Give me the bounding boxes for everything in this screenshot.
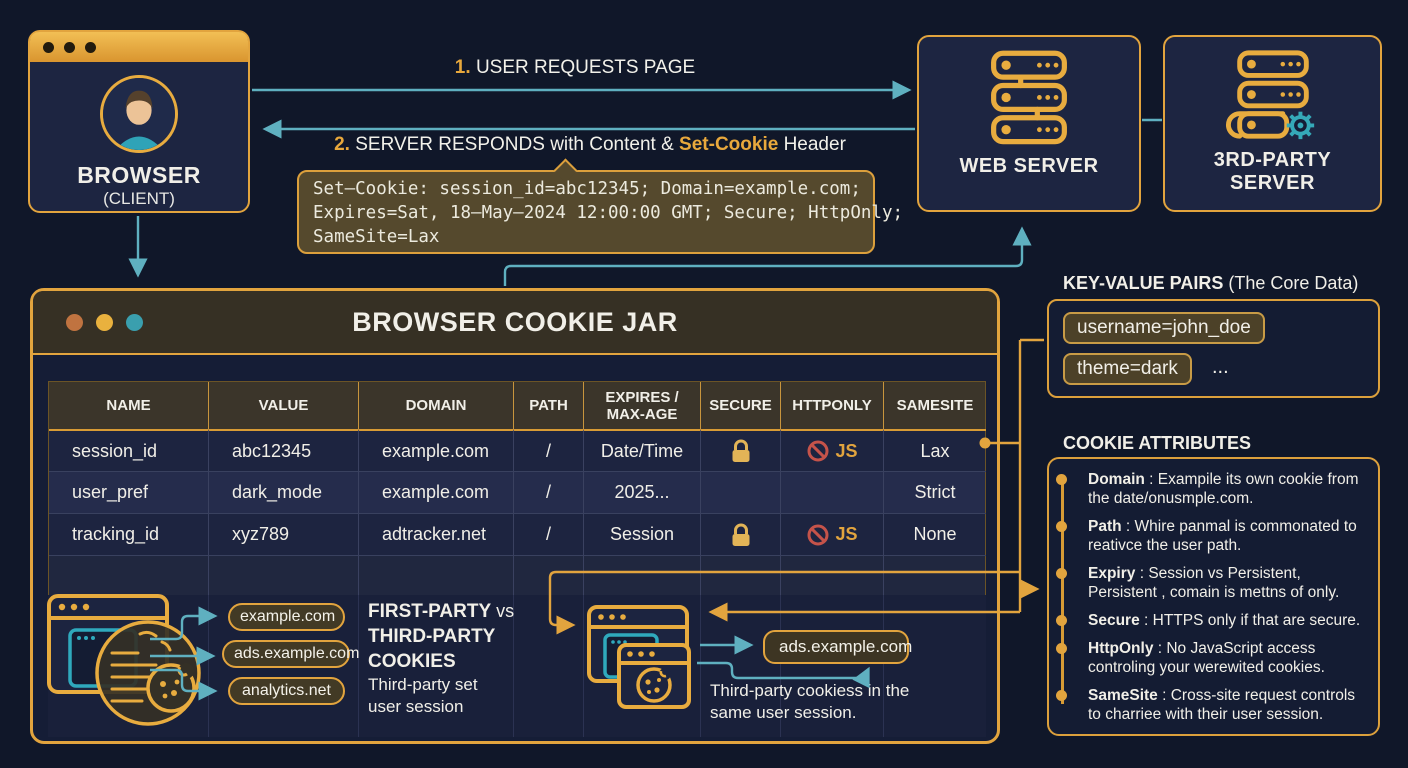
- col-name: NAME: [49, 382, 209, 429]
- domain-pill: example.com: [228, 603, 345, 631]
- kv-pill: username=john_doe: [1063, 312, 1265, 344]
- cookie-table: NAME VALUE DOMAIN PATH EXPIRES / MAX-AGE…: [48, 381, 986, 598]
- server-rack-icon: [991, 50, 1067, 145]
- domain-pill: ads.example.com: [222, 640, 359, 668]
- domain-pill: analytics.net: [228, 677, 345, 705]
- browser-client-window: BROWSER (CLIENT): [28, 30, 250, 213]
- set-cookie-header-box: Set–Cookie: session_id=abc12345; Domain=…: [297, 158, 904, 254]
- kv-ellipsis: ...: [1212, 356, 1229, 378]
- col-path: PATH: [514, 382, 584, 429]
- lock-icon: [701, 429, 781, 471]
- first-party-caption: Third-party set user session: [368, 675, 478, 716]
- step1-label: 1. USER REQUESTS PAGE: [454, 57, 696, 78]
- cookie-jar-titlebar: BROWSER COOKIE JAR: [33, 291, 997, 355]
- set-cookie-line: Expires=Sat, 18–May–2024 12:00:00 GMT; S…: [313, 203, 904, 223]
- set-cookie-line: Set–Cookie: session_id=abc12345; Domain=…: [313, 179, 861, 199]
- window-dot-icon: [64, 41, 75, 53]
- cookie-jar-title: BROWSER COOKIE JAR: [352, 306, 678, 337]
- no-js-icon: [807, 524, 829, 545]
- table-row-empty: [49, 555, 986, 597]
- server-gear-icon: [1225, 50, 1314, 140]
- attr-path: Path : Whire panmal is commonated to rea…: [1056, 517, 1368, 555]
- window-dot-icon: [43, 41, 54, 53]
- attr-secure: Secure : HTTPS only if that are secure.: [1056, 611, 1368, 630]
- window-dot-icon: [96, 313, 113, 331]
- kv-pill: theme=dark: [1063, 353, 1192, 385]
- col-secure: SECURE: [701, 382, 781, 429]
- bullet-rail: [1061, 479, 1064, 704]
- window-dot-icon: [85, 41, 96, 53]
- browser-titlebar: [30, 32, 248, 62]
- table-header-row: NAME VALUE DOMAIN PATH EXPIRES / MAX-AGE…: [49, 382, 985, 429]
- ads-domain-pill: ads.example.com: [763, 630, 912, 664]
- window-dot-icon: [66, 313, 83, 331]
- col-domain: DOMAIN: [359, 382, 514, 429]
- third-party-caption: Third-party cookiess in the same user se…: [710, 681, 910, 722]
- set-cookie-line: SameSite=Lax: [313, 227, 440, 247]
- cookie-attributes-box: Domain : Exampile its own cookie from th…: [1047, 457, 1380, 736]
- client-label: (CLIENT): [103, 189, 175, 208]
- first-vs-third-heading: FIRST-PARTY vs THIRD-PARTY COOKIES: [368, 601, 515, 672]
- table-row: user_pref dark_mode example.com / 2025..…: [49, 471, 986, 513]
- attr-domain: Domain : Exampile its own cookie from th…: [1056, 470, 1368, 508]
- attr-expiry: Expiry : Session vs Persistent, Persiste…: [1056, 564, 1368, 602]
- browser-label: BROWSER: [77, 162, 201, 188]
- window-dot-icon: [126, 313, 143, 331]
- table-row: session_id abc12345 example.com / Date/T…: [49, 429, 986, 471]
- cookie-attributes-heading: COOKIE ATTRIBUTES: [1063, 433, 1251, 453]
- table-row: tracking_id xyz789 adtracker.net / Sessi…: [49, 513, 986, 555]
- third-party-server-label: 3RD-PARTY SERVER: [1213, 149, 1332, 194]
- col-value: VALUE: [209, 382, 359, 429]
- third-party-server-box: 3RD-PARTY SERVER: [1163, 35, 1382, 212]
- attr-httponly: HttpOnly : No JavaScript access controli…: [1056, 639, 1368, 677]
- no-js-icon: [807, 440, 829, 462]
- col-expires: EXPIRES / MAX-AGE: [584, 382, 701, 429]
- lock-icon: [701, 513, 781, 555]
- key-value-heading: KEY-VALUE PAIRS (The Core Data): [1063, 273, 1359, 293]
- col-samesite: SAMESITE: [896, 397, 974, 414]
- step2-label: 2. SERVER RESPONDS with Content & Set-Co…: [334, 134, 846, 155]
- web-server-box: WEB SERVER: [917, 35, 1141, 212]
- attr-samesite: SameSite : Cross-site request controls t…: [1056, 686, 1368, 724]
- user-avatar-icon: [100, 75, 178, 153]
- web-server-label: WEB SERVER: [959, 155, 1099, 177]
- col-httponly: HTTPONLY: [781, 382, 884, 429]
